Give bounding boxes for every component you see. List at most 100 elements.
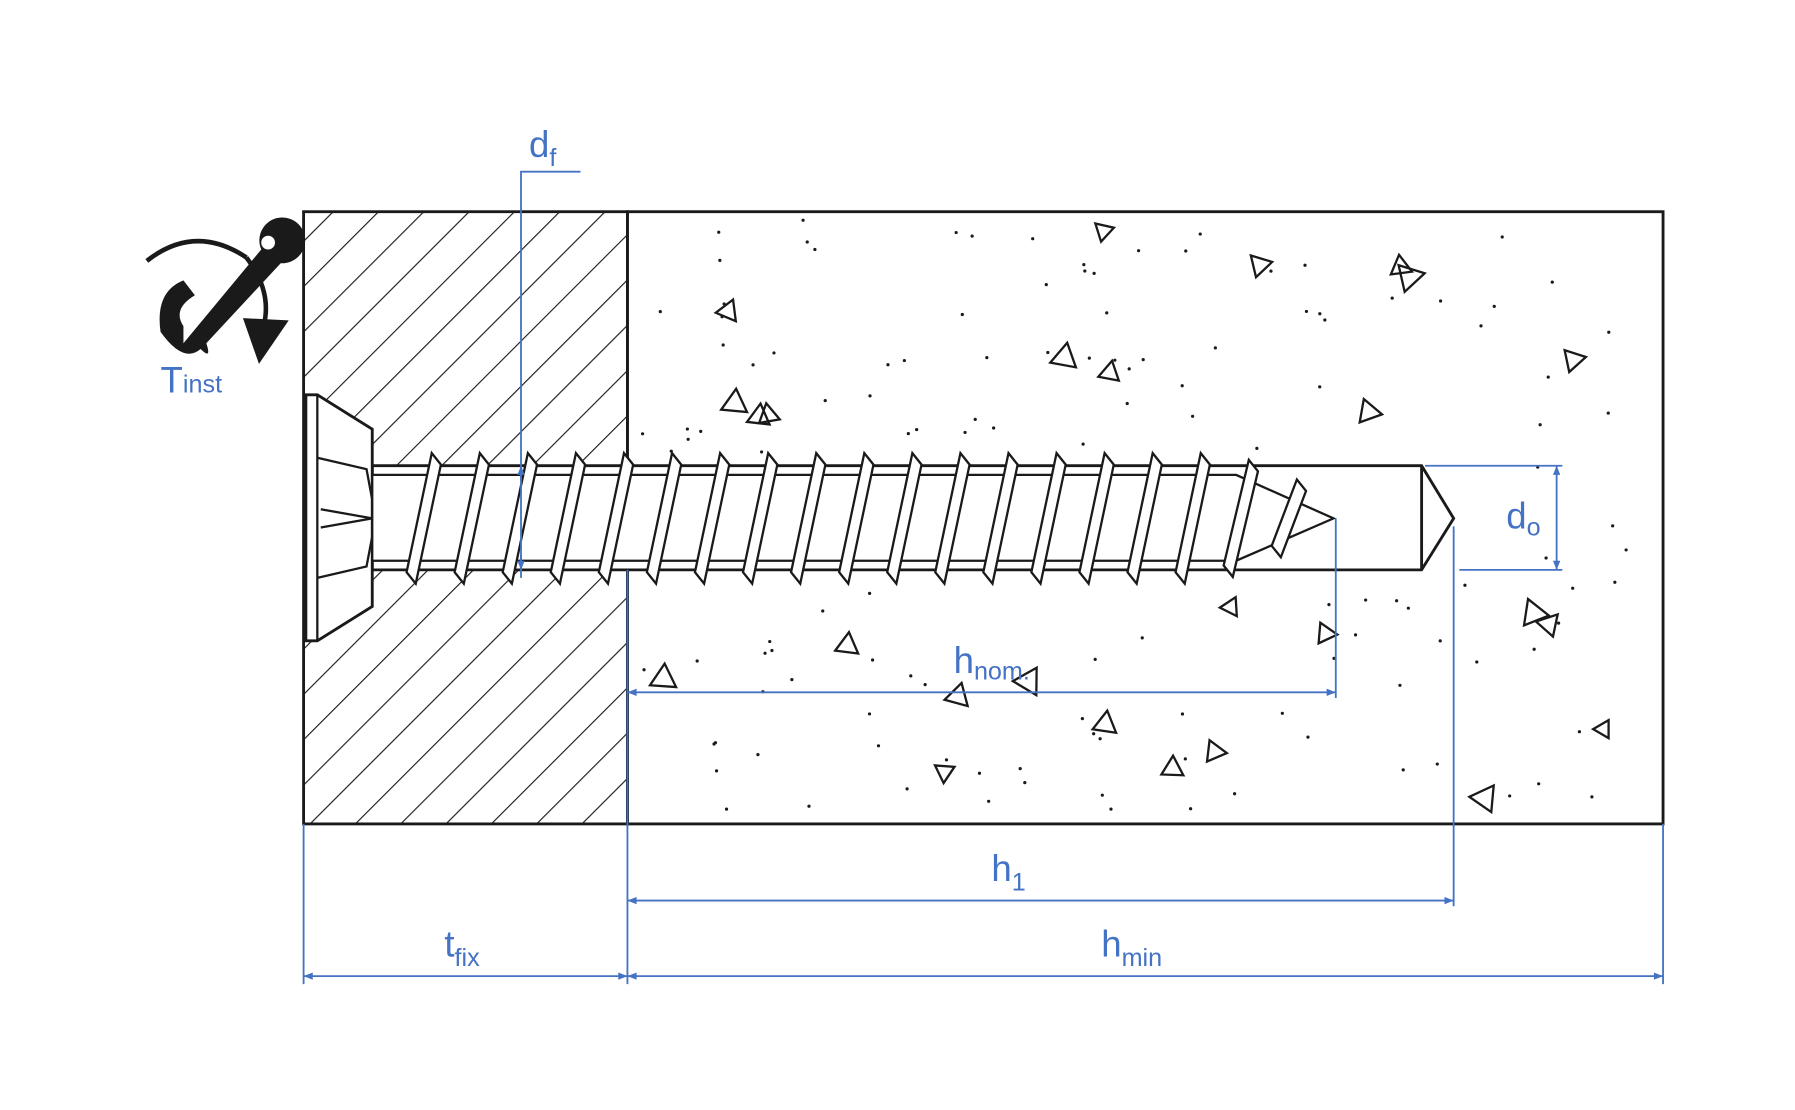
aggregate-stone xyxy=(933,764,957,786)
screw-thread xyxy=(1126,450,1164,587)
aggregate-dot xyxy=(870,658,875,662)
aggregate-dot xyxy=(717,230,721,234)
screw-thread xyxy=(837,450,875,587)
aggregate-dot xyxy=(813,247,817,252)
aggregate-dot xyxy=(760,450,764,454)
tfix-label: tfix xyxy=(444,924,480,972)
aggregate-dot xyxy=(1577,730,1582,734)
aggregate-dot xyxy=(1188,807,1193,811)
aggregate-dot xyxy=(801,218,805,222)
aggregate-dot xyxy=(1544,556,1548,560)
aggregate-dot xyxy=(973,417,977,422)
screw-thread xyxy=(501,450,539,587)
screw-thread xyxy=(1270,477,1308,560)
aggregate-dot xyxy=(1353,633,1358,637)
screw-thread xyxy=(1078,450,1116,587)
aggregate-dot xyxy=(1105,311,1109,315)
do-label: do xyxy=(1506,496,1540,542)
dimension-lines xyxy=(302,170,1664,985)
aggregate-dot xyxy=(992,426,996,430)
aggregate-dot xyxy=(915,427,919,432)
aggregate-dot xyxy=(1463,583,1467,587)
aggregate-dot xyxy=(1475,660,1479,664)
aggregate-dot xyxy=(1093,657,1097,661)
h1-label: h1 xyxy=(991,848,1025,896)
screw-thread xyxy=(885,450,923,587)
screw-thread xyxy=(741,450,779,587)
aggregate-dot xyxy=(1492,304,1496,308)
aggregate-dot xyxy=(1318,385,1322,389)
aggregate-stone xyxy=(719,386,749,414)
screw-head xyxy=(304,393,374,643)
aggregate-dot xyxy=(685,427,689,431)
aggregate-dot xyxy=(1624,548,1628,552)
aggregate-stone xyxy=(1249,253,1275,280)
aggregate-dot xyxy=(1613,580,1617,584)
aggregate-dot xyxy=(923,682,927,687)
wrench-rotate-icon xyxy=(145,217,306,364)
aggregate-dot xyxy=(712,742,716,746)
aggregate-dot xyxy=(1092,271,1096,275)
aggregate-dot xyxy=(963,430,967,435)
aggregate-dot xyxy=(1546,375,1550,379)
aggregate-dot xyxy=(1232,792,1237,796)
aggregate-dot xyxy=(1318,312,1322,316)
aggregate-dot xyxy=(1438,639,1442,643)
aggregate-dot xyxy=(751,363,755,367)
aggregate-dot xyxy=(1538,423,1542,427)
aggregate-dot xyxy=(1590,795,1594,799)
aggregate-stone xyxy=(1397,263,1427,294)
screw-anchor xyxy=(304,393,1337,643)
aggregate-dot xyxy=(1180,712,1185,716)
screw-thread xyxy=(1030,450,1067,587)
aggregate-dot xyxy=(1023,781,1027,785)
aggregate-dot xyxy=(686,437,690,441)
aggregate-stone xyxy=(744,401,772,426)
aggregate-dot xyxy=(905,787,909,791)
aggregate-dot xyxy=(1327,603,1331,607)
aggregate-stone xyxy=(713,297,738,324)
screw-thread xyxy=(405,450,443,587)
aggregate-stone xyxy=(1533,612,1560,639)
aggregate-dot xyxy=(1438,299,1443,303)
aggregate-stone xyxy=(1010,665,1038,698)
aggregate-dot xyxy=(1190,414,1195,418)
aggregate-dot xyxy=(1087,356,1091,360)
aggregate-dot xyxy=(718,258,722,263)
aggregate-stone xyxy=(647,661,678,689)
aggregate-dot xyxy=(1390,296,1394,300)
aggregate-dot xyxy=(721,343,725,347)
aggregate-dot xyxy=(1083,269,1087,273)
aggregate-dot xyxy=(1500,235,1504,239)
aggregate-dot xyxy=(1198,232,1202,236)
aggregate-dot xyxy=(1125,401,1129,406)
aggregate-dot xyxy=(756,753,760,757)
screw-thread xyxy=(597,450,635,587)
screw-thread xyxy=(1222,457,1260,580)
aggregate-dot xyxy=(1100,793,1104,797)
aggregate-dot xyxy=(823,399,827,403)
aggregate-dot xyxy=(960,312,964,317)
aggregate-dot xyxy=(868,591,872,595)
aggregate-dot xyxy=(1140,636,1144,640)
aggregate-dot xyxy=(821,609,825,613)
aggregate-dot xyxy=(906,431,910,436)
screw-thread xyxy=(982,450,1019,587)
aggregate-dot xyxy=(985,356,989,360)
aggregate-dot xyxy=(1127,367,1131,371)
aggregate-stone xyxy=(1159,753,1186,777)
hnom-label: hnom. xyxy=(954,640,1030,686)
aggregate-dot xyxy=(807,804,811,808)
aggregate-dot xyxy=(1136,249,1141,253)
concrete-aggregate xyxy=(640,218,1628,815)
aggregate-dot xyxy=(1109,807,1113,811)
aggregate-dot xyxy=(1141,357,1145,362)
aggregate-stone xyxy=(833,629,860,655)
aggregate-stone xyxy=(1048,340,1078,369)
aggregate-dot xyxy=(770,648,774,653)
aggregate-dot xyxy=(640,432,645,436)
aggregate-dot xyxy=(867,712,872,716)
aggregate-dot xyxy=(1180,384,1184,388)
